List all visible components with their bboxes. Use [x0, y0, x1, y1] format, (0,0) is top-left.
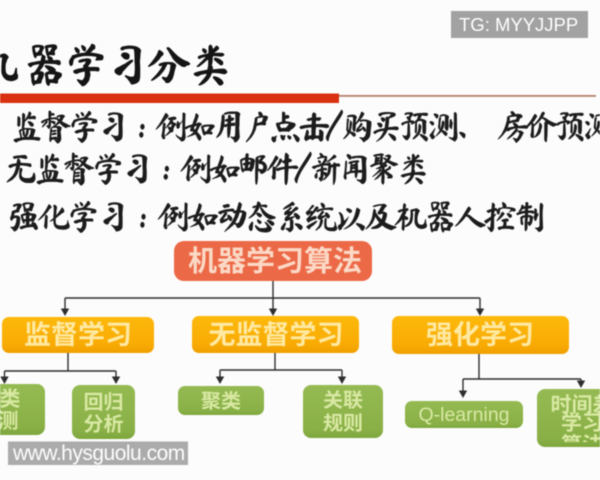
svg-text:Q-learning: Q-learning — [418, 404, 509, 426]
svg-text:www.hysguolu.com: www.hysguolu.com — [12, 442, 185, 465]
svg-text:TG: MYYJJPP: TG: MYYJJPP — [459, 14, 578, 35]
